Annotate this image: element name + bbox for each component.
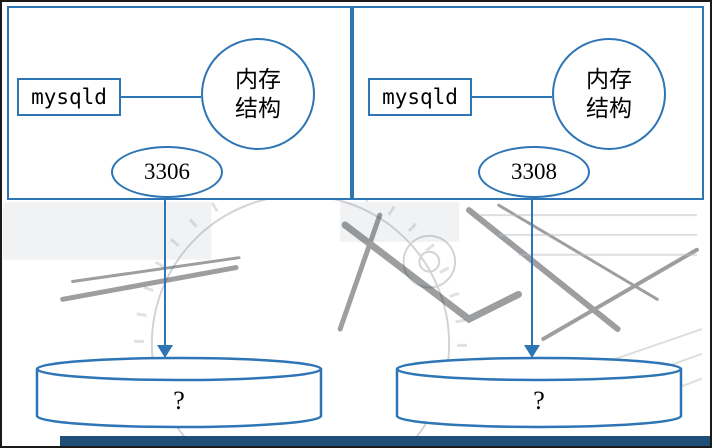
memory-structure-label-line1: 内存 <box>235 66 281 93</box>
arrow-shaft <box>164 200 166 348</box>
storage-question-label: ? <box>533 386 545 415</box>
memory-structure-label-line2: 结构 <box>586 95 632 121</box>
instance-panel-3308: mysqld 内存 结构 3308 <box>352 6 704 200</box>
mysqld-process-box: mysqld <box>368 78 472 116</box>
database-cylinder-left: ? <box>34 356 324 430</box>
mysqld-process-box: mysqld <box>17 78 121 116</box>
memory-structure-circle: 内存 结构 <box>552 38 666 150</box>
arrow-head-icon <box>524 345 540 358</box>
process-label: mysqld <box>382 85 458 109</box>
database-cylinder-icon <box>35 356 323 429</box>
port-label: 3308 <box>511 159 557 184</box>
port-label: 3306 <box>144 159 190 184</box>
storage-question-label: ? <box>173 386 185 415</box>
memory-structure-circle: 内存 结构 <box>201 38 315 150</box>
memory-structure-label-line2: 结构 <box>235 95 281 121</box>
database-cylinder-right: ? <box>394 356 684 430</box>
bottom-accent-bar <box>60 436 710 446</box>
arrow-head-icon <box>157 345 173 358</box>
arrow-shaft <box>531 200 533 348</box>
connector-line <box>472 96 552 98</box>
connector-line <box>121 96 201 98</box>
process-label: mysqld <box>31 85 107 109</box>
down-arrow-left <box>157 200 173 358</box>
port-ellipse: 3308 <box>478 146 590 198</box>
instance-panel-3306: mysqld 内存 结构 3306 <box>7 6 352 200</box>
port-ellipse: 3306 <box>111 146 223 198</box>
memory-structure-label-line1: 内存 <box>586 66 632 93</box>
down-arrow-right <box>524 200 540 358</box>
